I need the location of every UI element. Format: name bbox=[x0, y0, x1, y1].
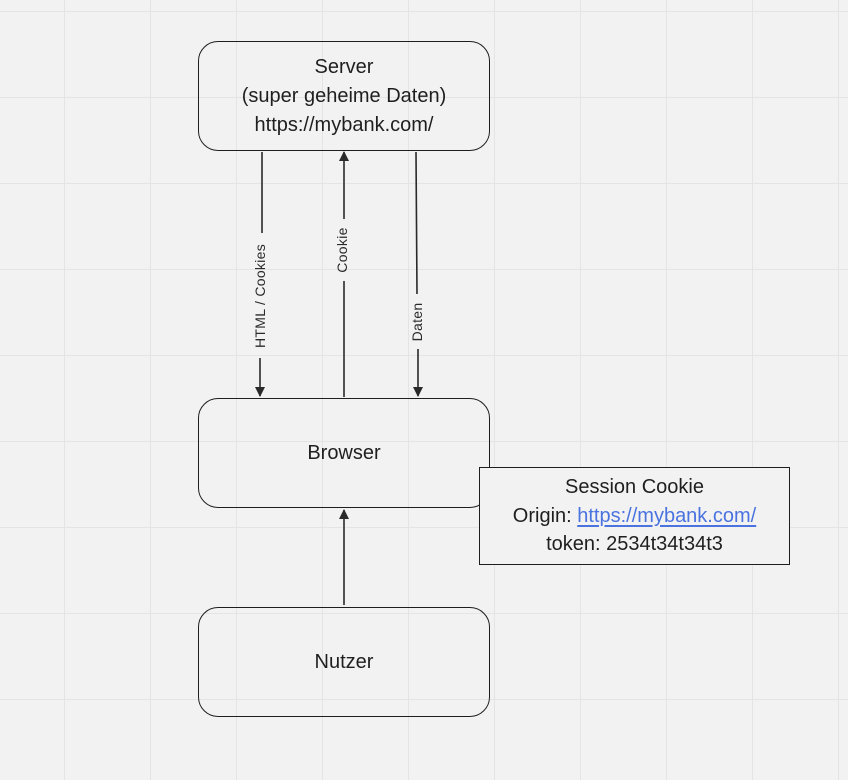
session-cookie-origin-line: Origin: https://mybank.com/ bbox=[513, 502, 756, 531]
session-cookie-token: token: 2534t34t34t3 bbox=[546, 533, 723, 556]
session-cookie-note[interactable]: Session Cookie Origin: https://mybank.co… bbox=[479, 467, 790, 565]
edge-label-daten: Daten bbox=[409, 303, 425, 342]
edge-daten[interactable]: Daten bbox=[409, 151, 425, 397]
edge-label-cookie: Cookie bbox=[334, 227, 350, 272]
edge-html-cookies[interactable]: HTML / Cookies bbox=[252, 152, 268, 397]
edge-cookie[interactable]: Cookie bbox=[334, 151, 350, 397]
server-subtitle: (super geheime Daten) bbox=[241, 84, 447, 107]
nutzer-label: Nutzer bbox=[314, 650, 374, 673]
session-cookie-title: Session Cookie bbox=[565, 476, 704, 499]
server-url: https://mybank.com/ bbox=[254, 113, 434, 136]
browser-node[interactable]: Browser bbox=[198, 398, 490, 508]
origin-label: Origin: bbox=[512, 504, 572, 527]
nutzer-node[interactable]: Nutzer bbox=[198, 607, 490, 717]
browser-label: Browser bbox=[307, 441, 381, 464]
server-node[interactable]: Server (super geheime Daten) https://myb… bbox=[198, 41, 490, 151]
origin-link[interactable]: https://mybank.com/ bbox=[577, 504, 757, 527]
edge-label-html-cookies: HTML / Cookies bbox=[252, 244, 268, 348]
server-title: Server bbox=[314, 55, 374, 78]
